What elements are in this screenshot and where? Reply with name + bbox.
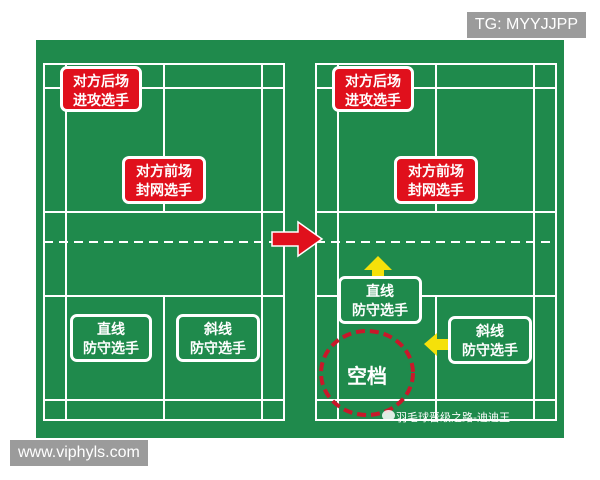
left-straight-line2: 防守选手 [83,341,139,357]
wechat-icon [382,410,395,421]
right-straight-line1: 直线 [366,284,394,300]
arrow-up-icon [364,256,392,276]
empty-zone-circle [319,329,415,417]
left-opp-back-line2: 进攻选手 [73,93,129,109]
left-cross-line2: 防守选手 [190,341,246,357]
right-straight-line2: 防守选手 [352,303,408,319]
right-opp-back-line1: 对方后场 [345,74,401,90]
left-straight-def-box: 直线 防守选手 [70,314,152,362]
right-opp-back-box: 对方后场 进攻选手 [332,66,414,112]
right-straight-def-box: 直线 防守选手 [338,276,422,324]
left-opp-front-line1: 对方前场 [136,164,192,180]
right-opp-back-line2: 进攻选手 [345,93,401,109]
left-opp-front-box: 对方前场 封网选手 [122,156,206,204]
left-opp-back-box: 对方后场 进攻选手 [60,66,142,112]
right-cross-line1: 斜线 [476,324,504,340]
transition-arrow-icon [271,220,324,258]
right-opp-front-line2: 封网选手 [408,183,464,199]
right-opp-front-box: 对方前场 封网选手 [394,156,478,204]
left-court-lines [43,63,285,421]
left-opp-front-line2: 封网选手 [136,183,192,199]
right-opp-front-line1: 对方前场 [408,164,464,180]
empty-zone-label: 空档 [347,364,387,388]
left-opp-back-line1: 对方后场 [73,74,129,90]
top-right-watermark: TG: MYYJJPP [466,12,586,38]
left-straight-line1: 直线 [97,322,125,338]
arrow-left-icon [424,333,448,356]
bottom-left-watermark: www.viphyls.com [10,440,148,466]
court-watermark: 羽毛球晋级之路-迪迪王 [396,411,510,424]
right-cross-def-box: 斜线 防守选手 [448,316,532,364]
right-cross-line2: 防守选手 [462,343,518,359]
left-cross-def-box: 斜线 防守选手 [176,314,260,362]
left-cross-line1: 斜线 [204,322,232,338]
